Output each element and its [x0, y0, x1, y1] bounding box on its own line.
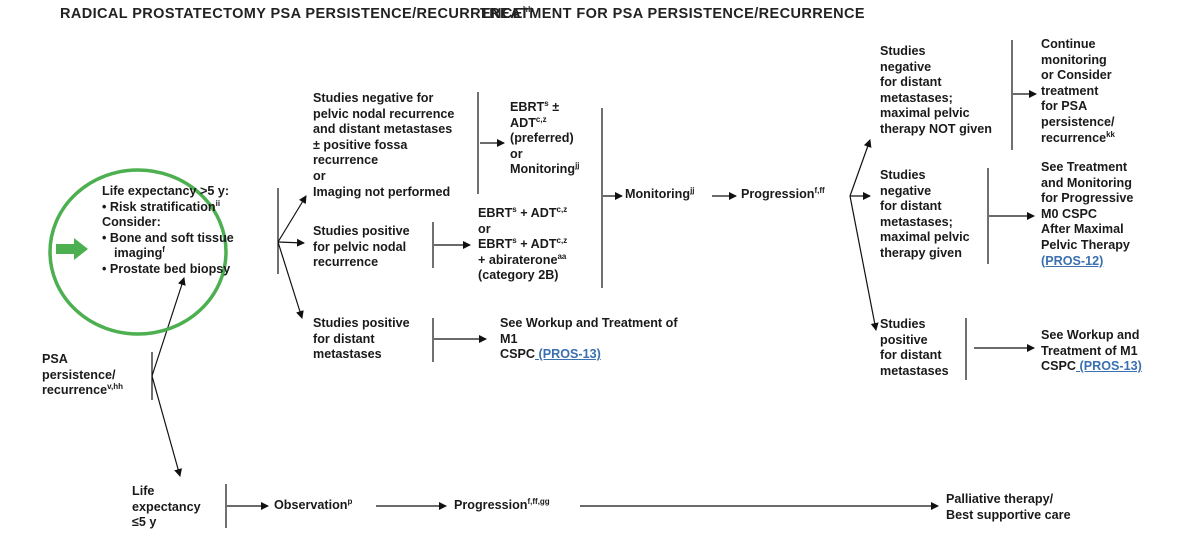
node-studies-negative-given: Studies negative for distant metastases;… — [880, 168, 970, 260]
link-pros-13-right[interactable]: (PROS-13) — [1076, 359, 1142, 374]
header-right-line1: TREATMENT FOR PSA — [480, 6, 644, 22]
header-right: TREATMENT FOR PSA PERSISTENCE/RECURRENCE — [480, 6, 865, 22]
node-studies-positive-distant-left: Studies positive for distant metastases — [313, 316, 410, 362]
node-progression-low: Progressionf,ff,gg — [454, 496, 550, 512]
node-studies-negative-pelvic: Studies negative for pelvic nodal recurr… — [313, 91, 455, 199]
node-tx-m1-left: See Workup and Treatment of M1 CSPC (PRO… — [500, 316, 678, 362]
node-life-expectancy-gt5: Life expectancy >5 y: • Risk stratificat… — [102, 184, 234, 276]
header-left-line2: PERSISTENCE/RECURRENCE — [305, 6, 523, 22]
node-see-treatment-m0: See Treatment and Monitoring for Progres… — [1041, 160, 1134, 268]
node-psa-entry: PSA persistence/ recurrencev,hh — [42, 352, 123, 398]
node-studies-positive-pelvic: Studies positive for pelvic nodal recurr… — [313, 224, 410, 270]
node-life-expectancy-le5: Life expectancy ≤5 y — [132, 484, 201, 530]
link-pros-13-left[interactable]: (PROS-13) — [535, 347, 601, 362]
node-monitoring: Monitoringjj — [625, 185, 695, 201]
header-right-line2: PERSISTENCE/RECURRENCE — [647, 6, 865, 22]
node-continue-monitoring: Continue monitoring or Consider treatmen… — [1041, 37, 1116, 145]
node-studies-positive-distant-right: Studies positive for distant metastases — [880, 317, 949, 378]
link-pros-12[interactable]: (PROS-12) — [1041, 253, 1104, 268]
highlight-ellipse — [48, 168, 228, 336]
node-progression-mid: Progressionf,ff — [741, 185, 825, 201]
node-observation: Observationp — [274, 496, 353, 512]
green-right-arrow-icon — [56, 238, 88, 260]
node-see-m1-right: See Workup and Treatment of M1 CSPC (PRO… — [1041, 328, 1142, 374]
node-tx-ebrt-adt: EBRTs ± ADTc,z (preferred) or Monitoring… — [510, 98, 580, 177]
node-palliative-therapy: Palliative therapy/ Best supportive care — [946, 492, 1071, 522]
node-studies-negative-not-given: Studies negative for distant metastases;… — [880, 44, 992, 136]
header-left: RADICAL PROSTATECTOMY PSA PERSISTENCE/RE… — [60, 5, 534, 22]
header-left-line1: RADICAL PROSTATECTOMY PSA — [60, 6, 301, 22]
node-tx-pelvic: EBRTs + ADTc,z or EBRTs + ADTc,z + abira… — [478, 204, 568, 283]
